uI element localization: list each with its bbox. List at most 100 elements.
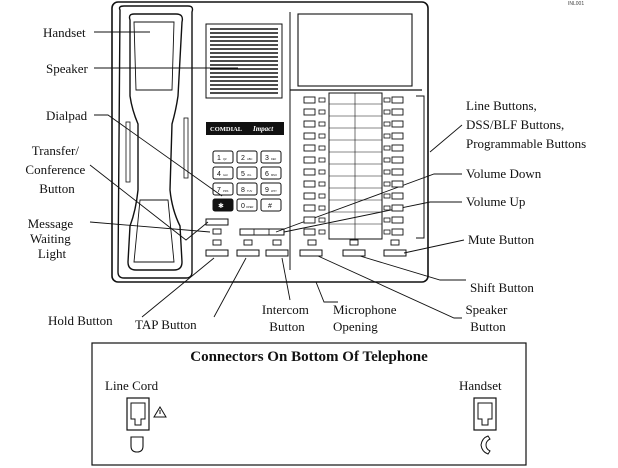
line-button-lamp [383, 109, 391, 115]
label-microphone: Microphone Opening [333, 302, 400, 334]
tap-button[interactable] [236, 249, 260, 257]
line-button-lamp [318, 97, 326, 103]
line-button-lamp [383, 205, 391, 211]
hold-button[interactable] [205, 249, 229, 257]
dial-key[interactable]: 8 TUV [236, 182, 258, 196]
line-button[interactable] [391, 192, 404, 200]
line-button[interactable] [303, 120, 316, 128]
line-button-lamp [318, 109, 326, 115]
message-waiting-light [212, 228, 222, 235]
brand-name: COMDIAL [210, 126, 243, 133]
line-button[interactable] [303, 180, 316, 188]
connectors-box: Connectors On Bottom Of Telephone Line C… [91, 342, 527, 466]
label-transfer: Transfer/ Conference Button [25, 143, 88, 196]
line-button[interactable] [391, 156, 404, 164]
svg-text:OPER: OPER [246, 205, 253, 209]
connectors-title: Connectors On Bottom Of Telephone [190, 349, 428, 365]
dial-key[interactable]: 3 DEF [260, 150, 282, 164]
line-button[interactable] [303, 156, 316, 164]
line-button[interactable] [391, 204, 404, 212]
label-shift: Shift Button [470, 280, 534, 295]
dial-key[interactable]: 7 PRS [212, 182, 234, 196]
intercom-button[interactable] [265, 249, 289, 257]
line-button[interactable] [303, 96, 316, 104]
line-button[interactable] [303, 192, 316, 200]
speaker-button[interactable] [299, 249, 323, 257]
line-button[interactable] [303, 168, 316, 176]
dial-key[interactable]: # [260, 198, 282, 212]
svg-text:7: 7 [217, 187, 221, 194]
right-panel [290, 13, 425, 257]
svg-text:QZ: QZ [223, 157, 227, 161]
svg-text:MNO: MNO [271, 173, 277, 177]
label-volume-down: Volume Down [466, 166, 542, 181]
line-button[interactable] [303, 216, 316, 224]
connector-label-handset: Handset [459, 378, 502, 393]
handset-jack-icon [473, 397, 497, 431]
dial-key[interactable]: 4 GHI [212, 166, 234, 180]
line-button-lamp [318, 193, 326, 199]
designation-card [328, 92, 383, 240]
line-button[interactable] [391, 180, 404, 188]
line-button-lamp [318, 157, 326, 163]
line-button-lamp [383, 97, 391, 103]
line-button[interactable] [391, 108, 404, 116]
line-button[interactable] [391, 228, 404, 236]
line-button[interactable] [303, 132, 316, 140]
svg-text:4: 4 [217, 171, 221, 178]
line-button[interactable] [391, 96, 404, 104]
line-button[interactable] [391, 216, 404, 224]
line-button[interactable] [391, 144, 404, 152]
label-volume-up: Volume Up [466, 194, 525, 209]
line-button[interactable] [391, 168, 404, 176]
warning-icon [153, 406, 167, 418]
label-line-buttons: Line Buttons, DSS/BLF Buttons, Programma… [466, 98, 586, 151]
line-button-lamp [318, 181, 326, 187]
line-button-lamp [383, 121, 391, 127]
line-button-lamp [318, 145, 326, 151]
line-button[interactable] [303, 204, 316, 212]
line-button-lamp [383, 157, 391, 163]
dial-key[interactable]: 9 WXY [260, 182, 282, 196]
brand-model: Impact [252, 125, 274, 133]
line-button-lamp [318, 133, 326, 139]
line-button-lamp [318, 229, 326, 235]
svg-text:DEF: DEF [271, 157, 277, 161]
dial-key[interactable]: ✱ [212, 198, 234, 212]
label-tap: TAP Button [135, 317, 197, 332]
svg-text:ABC: ABC [247, 157, 252, 161]
line-button-lamp [383, 145, 391, 151]
mute-button[interactable] [383, 249, 407, 257]
line-button-lamp [318, 217, 326, 223]
connector-label-line-cord: Line Cord [105, 378, 159, 393]
svg-text:TUV: TUV [247, 189, 252, 193]
line-button[interactable] [303, 144, 316, 152]
svg-text:#: # [268, 203, 272, 210]
dial-key[interactable]: 1 QZ [212, 150, 234, 164]
svg-text:WXY: WXY [271, 189, 277, 193]
line-button-lamp [383, 193, 391, 199]
line-button[interactable] [391, 132, 404, 140]
svg-text:3: 3 [265, 155, 269, 162]
label-mute: Mute Button [468, 232, 535, 247]
dial-key[interactable]: 5 JKL [236, 166, 258, 180]
svg-text:5: 5 [241, 171, 245, 178]
line-button-lamp [383, 217, 391, 223]
transfer-button[interactable] [205, 218, 229, 226]
line-button-lamp [383, 229, 391, 235]
svg-text:JKL: JKL [247, 173, 252, 177]
dial-key[interactable]: 0 OPER [236, 198, 258, 212]
line-button-lamp [383, 169, 391, 175]
line-button[interactable] [303, 108, 316, 116]
dial-key[interactable]: 6 MNO [260, 166, 282, 180]
dial-key[interactable]: 2 ABC [236, 150, 258, 164]
line-button[interactable] [391, 120, 404, 128]
label-hold: Hold Button [48, 313, 113, 328]
volume-button[interactable] [239, 228, 285, 236]
line-button[interactable] [303, 228, 316, 236]
line-button-lamp [318, 169, 326, 175]
handset [117, 5, 194, 279]
svg-text:8: 8 [241, 187, 245, 194]
shift-button[interactable] [342, 249, 366, 257]
label-speaker: Speaker [46, 61, 89, 76]
